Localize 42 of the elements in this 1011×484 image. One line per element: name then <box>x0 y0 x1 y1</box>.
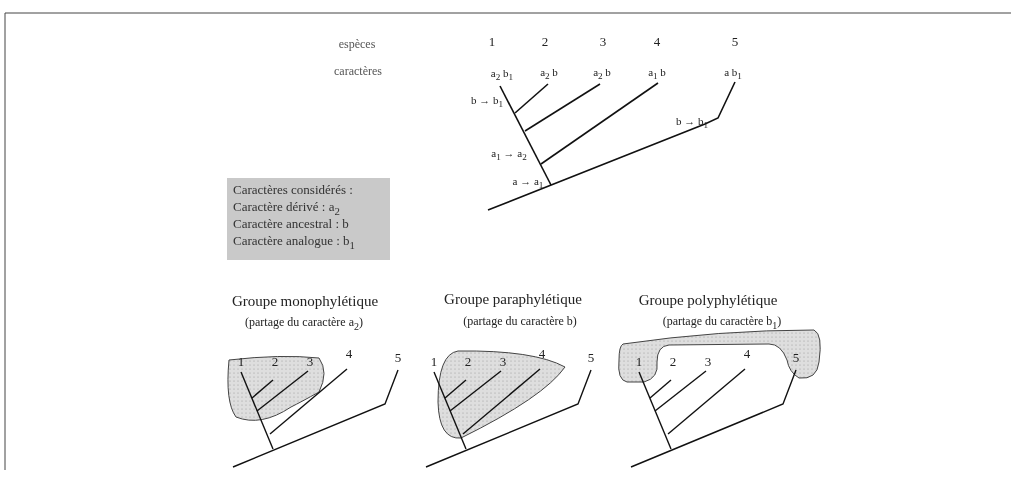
species-number: 4 <box>743 346 751 362</box>
character-change-label: b → b$_{1}$ <box>470 93 504 107</box>
row-heading: caractères <box>334 65 382 79</box>
legend-text: Caractères considérés : <box>233 181 354 198</box>
species-number: 1 <box>488 34 496 50</box>
legend-box <box>227 178 390 260</box>
species-number: 2 <box>541 34 549 50</box>
character-change-label: b → b$_{1}$ <box>675 114 709 128</box>
species-number: 5 <box>731 34 739 50</box>
row-heading: espèces <box>338 38 376 52</box>
character-state-label: a b$_{1}$ <box>724 65 742 79</box>
group-title: Groupe monophylétique <box>231 292 379 310</box>
legend-text: Caractère ancestral : b <box>233 215 350 232</box>
species-number: 4 <box>538 346 546 362</box>
group-title: Groupe polyphylétique <box>638 291 778 309</box>
species-number: 3 <box>499 354 507 370</box>
group-subtitle: (partage du caractère b$_{1}$) <box>662 315 782 329</box>
character-state-label: a$_{2}$ b <box>540 65 558 79</box>
species-number: 1 <box>430 354 438 370</box>
species-number: 5 <box>394 350 402 366</box>
species-number: 2 <box>464 354 472 370</box>
species-number: 2 <box>271 354 279 370</box>
character-change-label: a → a$_{1}$ <box>512 174 544 188</box>
character-state-label: a$_{2}$ b$_{1}$ <box>490 66 514 80</box>
group-subtitle: (partage du caractère b) <box>463 315 577 329</box>
species-number: 3 <box>306 354 314 370</box>
legend-text: Caractère analogue : b$_{1}$ <box>233 232 356 249</box>
species-number: 2 <box>669 354 677 370</box>
species-number: 5 <box>792 350 800 366</box>
species-number: 3 <box>704 354 712 370</box>
species-number: 4 <box>653 34 661 50</box>
group-subtitle: (partage du caractère a$_{2}$) <box>245 316 363 330</box>
character-state-label: a$_{1}$ b <box>648 65 666 79</box>
species-number: 4 <box>345 346 353 362</box>
species-number: 5 <box>587 350 595 366</box>
species-number: 1 <box>237 354 245 370</box>
legend-text: Caractère dérivé : a$_{2}$ <box>233 198 341 215</box>
character-state-label: a$_{2}$ b <box>593 65 611 79</box>
character-change-label: a$_{1}$ → a$_{2}$ <box>491 146 527 160</box>
group-title: Groupe paraphylétique <box>444 290 582 308</box>
species-number: 1 <box>635 354 643 370</box>
species-number: 3 <box>599 34 607 50</box>
